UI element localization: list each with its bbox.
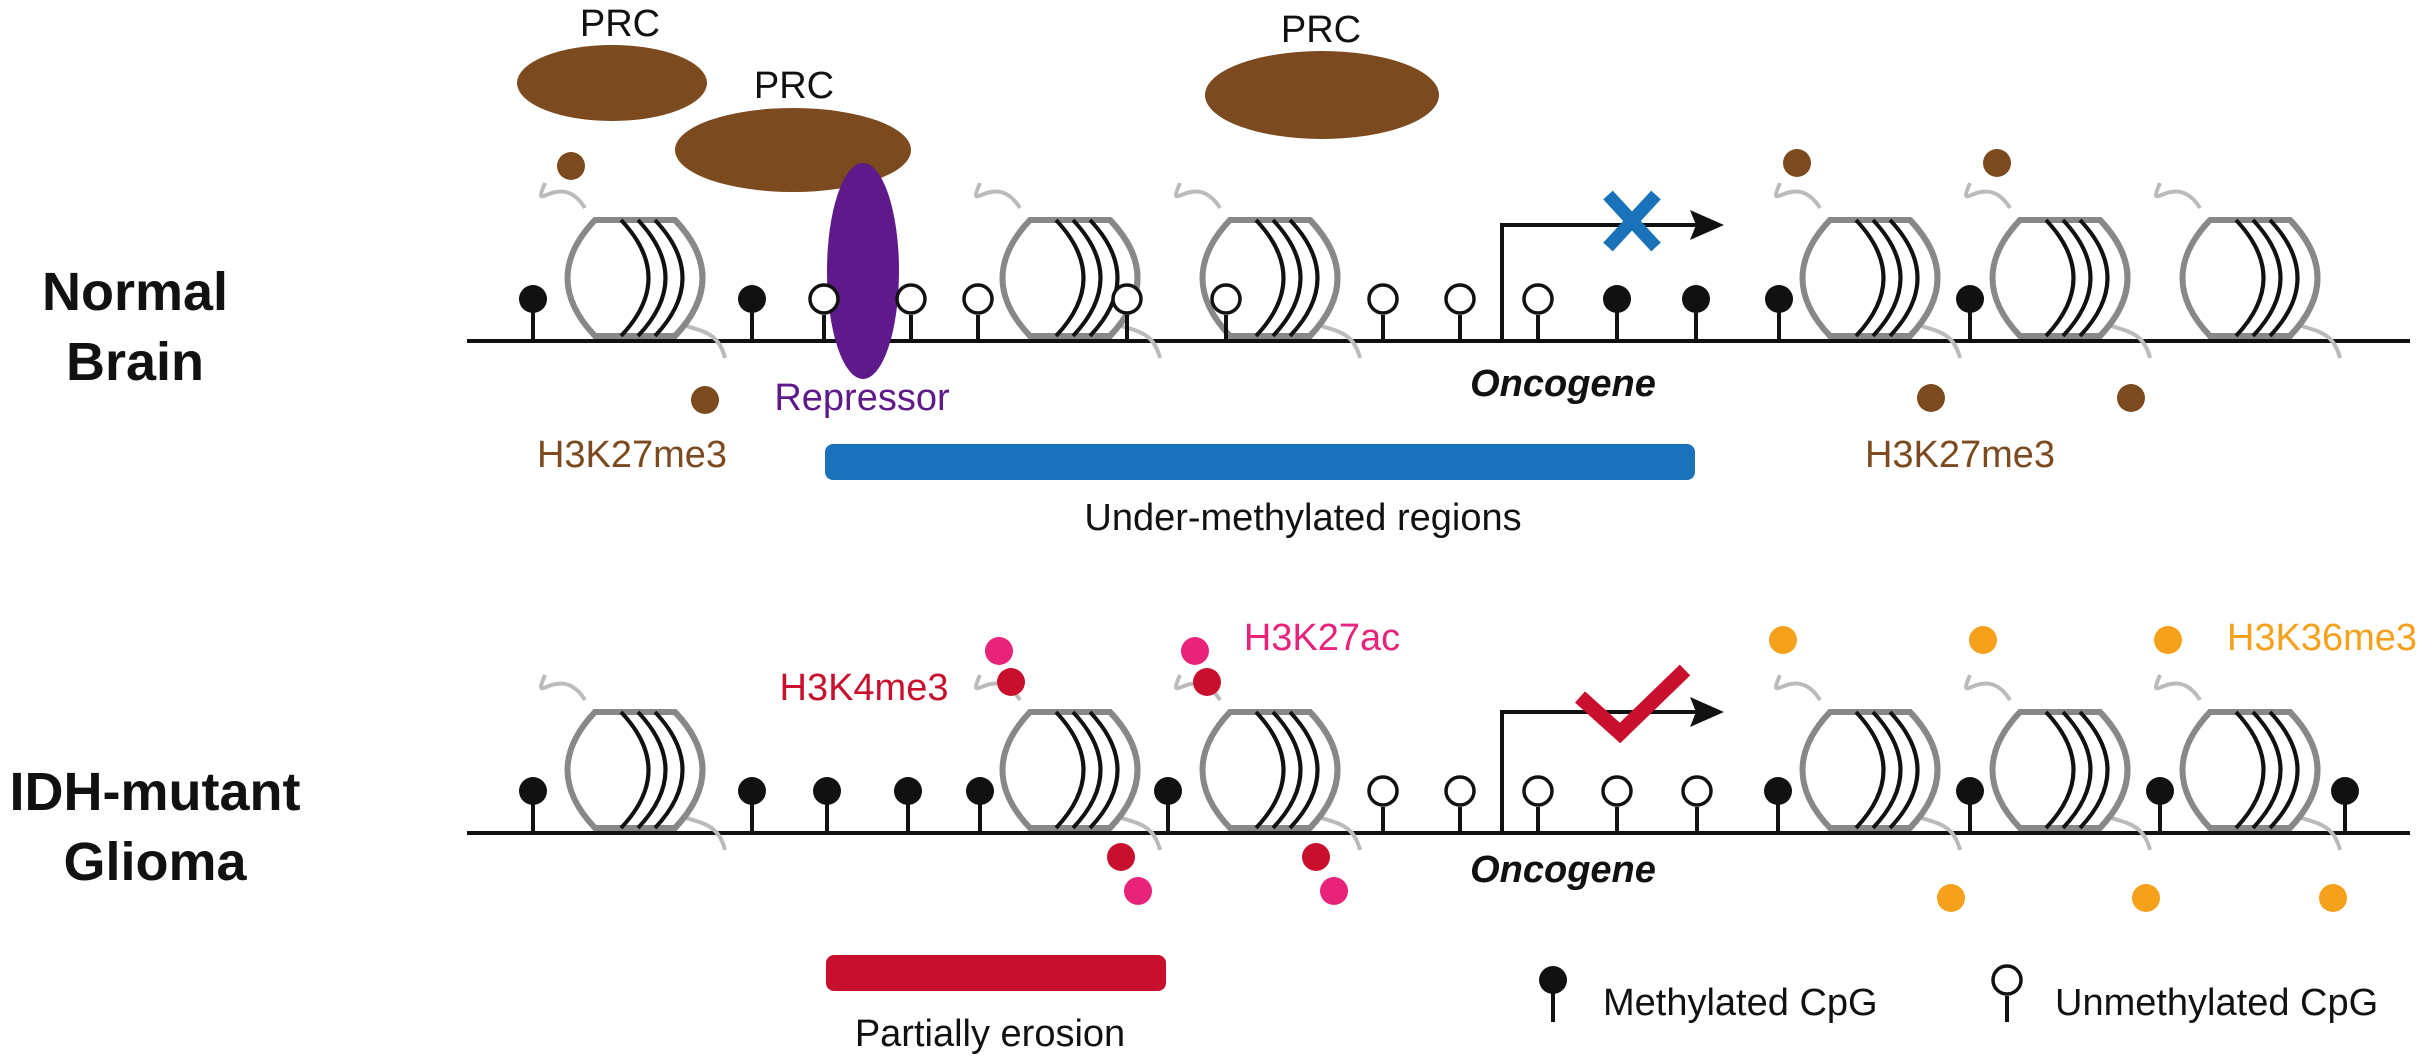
oncogene-label: Oncogene bbox=[1470, 849, 1656, 891]
methylated-cpg bbox=[1954, 775, 1986, 835]
h3k4me3-mark bbox=[997, 668, 1025, 696]
h3k4me3-mark bbox=[1107, 843, 1135, 871]
h3k4me3-mark bbox=[1302, 843, 1330, 871]
legend-unmethylated-icon bbox=[1991, 964, 2023, 1024]
methylated-cpg bbox=[2329, 775, 2361, 835]
legend: Methylated CpG Unmethylated CpG bbox=[1537, 964, 2378, 1024]
h3k4me3-mark bbox=[1193, 668, 1221, 696]
methylated-cpg bbox=[1152, 775, 1184, 835]
prc-complex bbox=[517, 45, 707, 121]
glioma-row: Oncogene H3K4me3 H3K27ac H3K36me3 Partia… bbox=[467, 617, 2417, 1055]
under-methylated-bar bbox=[825, 444, 1695, 480]
tss-arrowhead bbox=[1690, 697, 1724, 727]
prc-label: PRC bbox=[1281, 9, 1361, 51]
unmethylated-cpg bbox=[1444, 283, 1476, 343]
h3k27ac-mark bbox=[1181, 637, 1209, 665]
methylated-cpg bbox=[1680, 283, 1712, 343]
methylated-cpg bbox=[1763, 283, 1795, 343]
h3k36me3-mark bbox=[2132, 884, 2160, 912]
unmethylated-cpg bbox=[895, 283, 927, 343]
oncogene-label: Oncogene bbox=[1470, 363, 1656, 405]
methylated-cpg bbox=[517, 283, 549, 343]
h3k36me3-mark bbox=[2319, 884, 2347, 912]
h3k36me3-mark bbox=[1769, 626, 1797, 654]
nucleosome bbox=[1176, 675, 1360, 850]
nucleosome bbox=[541, 183, 725, 358]
methylated-cpg bbox=[736, 775, 768, 835]
nucleosome bbox=[976, 183, 1160, 358]
nucleosome bbox=[1966, 183, 2150, 358]
row-label-glioma-1: IDH-mutant bbox=[10, 762, 301, 822]
methylated-cpg bbox=[517, 775, 549, 835]
methylated-cpg bbox=[1601, 283, 1633, 343]
nucleosome bbox=[976, 675, 1160, 850]
h3k36me3-label: H3K36me3 bbox=[2227, 617, 2417, 659]
prc-label: PRC bbox=[754, 65, 834, 107]
h3k27me3-mark bbox=[691, 386, 719, 414]
nucleosome bbox=[1776, 183, 1960, 358]
h3k4me3-label: H3K4me3 bbox=[780, 667, 949, 709]
unmethylated-cpg bbox=[1367, 283, 1399, 343]
h3k27ac-mark bbox=[1320, 877, 1348, 905]
methylated-cpg bbox=[1762, 775, 1794, 835]
h3k36me3-mark bbox=[1937, 884, 1965, 912]
unmethylated-cpg bbox=[1444, 775, 1476, 835]
h3k36me3-mark bbox=[2154, 626, 2182, 654]
nucleosome bbox=[2156, 183, 2340, 358]
h3k27me3-label-right: H3K27me3 bbox=[1865, 434, 2055, 476]
row-label-normal-2: Brain bbox=[66, 332, 204, 392]
nucleosome bbox=[541, 675, 725, 850]
unmethylated-cpg bbox=[962, 283, 994, 343]
nucleosome bbox=[1176, 183, 1360, 358]
legend-methylated-icon bbox=[1537, 964, 1569, 1024]
methylated-cpg bbox=[736, 283, 768, 343]
h3k27me3-mark bbox=[1917, 384, 1945, 412]
h3k27ac-mark bbox=[985, 637, 1013, 665]
methylated-cpg bbox=[964, 775, 996, 835]
methylated-cpg bbox=[1954, 283, 1986, 343]
methylated-cpg bbox=[2144, 775, 2176, 835]
repressor bbox=[827, 163, 899, 379]
prc-label: PRC bbox=[580, 3, 660, 45]
active-check-icon bbox=[1574, 664, 1691, 744]
prc-complex bbox=[1205, 51, 1439, 139]
unmethylated-cpg bbox=[1367, 775, 1399, 835]
blocked-x-icon bbox=[1603, 190, 1661, 252]
h3k36me3-mark bbox=[1969, 626, 1997, 654]
row-label-normal-1: Normal bbox=[42, 262, 228, 322]
h3k27me3-mark bbox=[2117, 384, 2145, 412]
legend-methylated-label: Methylated CpG bbox=[1603, 982, 1878, 1024]
nucleosome bbox=[2156, 675, 2340, 850]
repressor-label: Repressor bbox=[774, 377, 950, 419]
normal-row: PRC PRC PRC Repressor Oncogene H3K27me3 … bbox=[467, 3, 2410, 539]
nucleosome bbox=[1966, 675, 2150, 850]
unmethylated-cpg bbox=[1681, 775, 1713, 835]
tss-arrowhead bbox=[1690, 210, 1724, 240]
h3k27me3-mark bbox=[557, 152, 585, 180]
row-label-glioma-2: Glioma bbox=[63, 832, 247, 892]
nucleosome bbox=[1776, 675, 1960, 850]
erosion-label: Partially erosion bbox=[855, 1013, 1125, 1055]
h3k27me3-label-left: H3K27me3 bbox=[537, 434, 727, 476]
unmethylated-cpg bbox=[1522, 283, 1554, 343]
methylated-cpg bbox=[811, 775, 843, 835]
h3k27me3-mark bbox=[1983, 149, 2011, 177]
under-methylated-label: Under-methylated regions bbox=[1084, 497, 1521, 539]
h3k27me3-mark bbox=[1783, 149, 1811, 177]
unmethylated-cpg bbox=[1522, 775, 1554, 835]
legend-unmethylated-label: Unmethylated CpG bbox=[2055, 982, 2378, 1024]
unmethylated-cpg bbox=[1601, 775, 1633, 835]
h3k27ac-label: H3K27ac bbox=[1244, 617, 1400, 659]
methylated-cpg bbox=[892, 775, 924, 835]
h3k27ac-mark bbox=[1124, 877, 1152, 905]
erosion-bar bbox=[826, 955, 1166, 991]
